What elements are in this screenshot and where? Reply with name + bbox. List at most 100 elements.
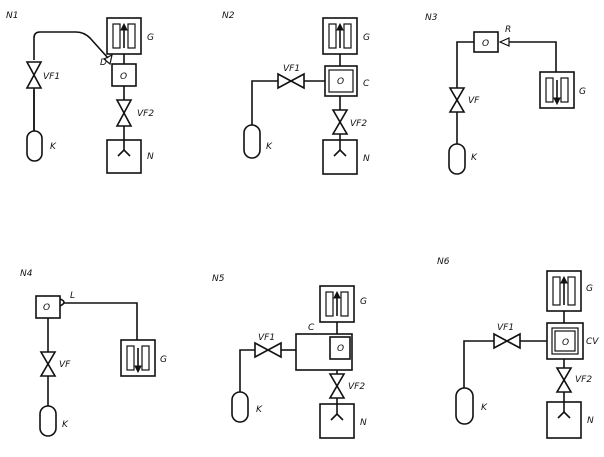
label-k: K xyxy=(50,142,57,152)
label-vf2: VF2 xyxy=(350,119,367,129)
valve-vf2-lower xyxy=(331,120,349,135)
pipe-line xyxy=(463,340,494,388)
diagram-title: N3 xyxy=(425,13,438,23)
label-g: G xyxy=(147,33,154,43)
label-vf1: VF1 xyxy=(283,64,300,74)
label-vf2: VF2 xyxy=(575,375,592,385)
box-o xyxy=(554,330,576,352)
valve-vf1-upper xyxy=(25,61,43,77)
label-vf2: VF2 xyxy=(348,382,365,392)
diagram-n1: N1 VF1 K G O D VF2 N xyxy=(6,11,154,174)
label-o: O xyxy=(337,344,344,354)
valve-vf1-lower xyxy=(25,73,43,89)
diagram-n6: N6 G O CV VF1 K VF2 N xyxy=(437,257,599,439)
valve-vf2-upper xyxy=(331,109,349,124)
label-vf1: VF1 xyxy=(258,333,275,343)
label-o: O xyxy=(337,77,344,87)
cylinder-k xyxy=(231,391,249,423)
valve-vf-upper xyxy=(39,351,57,366)
label-g: G xyxy=(579,87,586,97)
pipe-line xyxy=(251,80,278,125)
valve-vf2-upper xyxy=(555,367,573,382)
pipe-line xyxy=(509,41,557,72)
label-d: D xyxy=(100,58,107,68)
diagram-title: N1 xyxy=(6,11,18,21)
arrow-head xyxy=(560,275,568,284)
g-inner-right xyxy=(141,345,150,371)
label-l: L xyxy=(70,291,75,301)
box-o-frame xyxy=(551,327,579,355)
label-vf1: VF1 xyxy=(497,323,514,333)
label-g: G xyxy=(360,297,367,307)
g-inner-right xyxy=(127,23,136,49)
arrow-split-icon xyxy=(557,410,571,419)
cylinder-k xyxy=(455,387,474,425)
label-n: N xyxy=(587,416,594,426)
label-g: G xyxy=(586,284,593,294)
label-k: K xyxy=(62,420,69,430)
pipe-line xyxy=(64,302,138,340)
box-o xyxy=(329,336,351,360)
g-inner-right xyxy=(567,276,576,306)
label-o: O xyxy=(562,338,569,348)
chamber-cv xyxy=(546,322,584,360)
valve-vf-lower xyxy=(39,362,57,377)
arrow-split-icon xyxy=(330,412,344,421)
label-k: K xyxy=(471,153,478,163)
label-vf1: VF1 xyxy=(43,72,60,82)
box-o xyxy=(328,69,354,93)
label-k: K xyxy=(481,403,488,413)
label-o: O xyxy=(120,72,127,82)
pipe-line xyxy=(456,41,474,88)
valve-vf2-lower xyxy=(115,111,133,127)
g-inner-left xyxy=(325,291,334,317)
label-cv: CV xyxy=(586,337,599,347)
diagram-n2: N2 G O C VF1 K VF2 N xyxy=(222,11,370,175)
g-inner-left xyxy=(112,23,121,49)
label-c: C xyxy=(363,79,370,89)
diagram-title: N4 xyxy=(20,269,33,279)
diagram-title: N5 xyxy=(212,274,225,284)
valve-vf2-upper xyxy=(328,373,346,388)
g-inner-right xyxy=(340,291,349,317)
valve-vf2-lower xyxy=(555,378,573,393)
arrow-head xyxy=(333,290,341,299)
label-g: G xyxy=(160,355,167,365)
arrow-head xyxy=(553,97,561,106)
valve-vf1-left xyxy=(254,341,270,359)
cylinder-k xyxy=(243,124,261,159)
valve-vf-upper xyxy=(448,87,466,102)
label-o: O xyxy=(43,303,50,313)
d-connector-triangle xyxy=(102,53,113,66)
label-n: N xyxy=(360,418,367,428)
arrow-head xyxy=(120,22,128,31)
label-vf: VF xyxy=(59,360,71,370)
arrow-head xyxy=(336,22,344,31)
valve-vf2-upper xyxy=(115,99,133,115)
diagram-n3: N3 O R G VF K xyxy=(425,13,586,175)
g-inner-left xyxy=(126,345,135,371)
arrow-head xyxy=(134,365,142,374)
valve-vf1-right xyxy=(505,332,521,350)
g-inner-left xyxy=(545,77,554,103)
cylinder-k xyxy=(39,405,57,437)
g-inner-left xyxy=(328,23,337,49)
diagram-n4: N4 O L G VF K xyxy=(20,269,167,437)
r-connector-triangle xyxy=(498,37,510,47)
g-inner-left xyxy=(552,276,561,306)
label-o: O xyxy=(482,39,489,49)
label-g: G xyxy=(363,33,370,43)
label-k: K xyxy=(266,142,273,152)
label-r: R xyxy=(505,25,511,35)
valve-vf1-right xyxy=(266,341,282,359)
diagram-title: N6 xyxy=(437,257,450,267)
g-inner-right xyxy=(560,77,569,103)
valve-vf2-lower xyxy=(328,384,346,399)
valve-vf1-right xyxy=(289,72,305,90)
diagram-n5: N5 G C O VF1 K VF2 N xyxy=(212,274,367,439)
label-n: N xyxy=(147,152,154,162)
chamber-c xyxy=(324,65,358,97)
pipe-line xyxy=(239,349,255,392)
